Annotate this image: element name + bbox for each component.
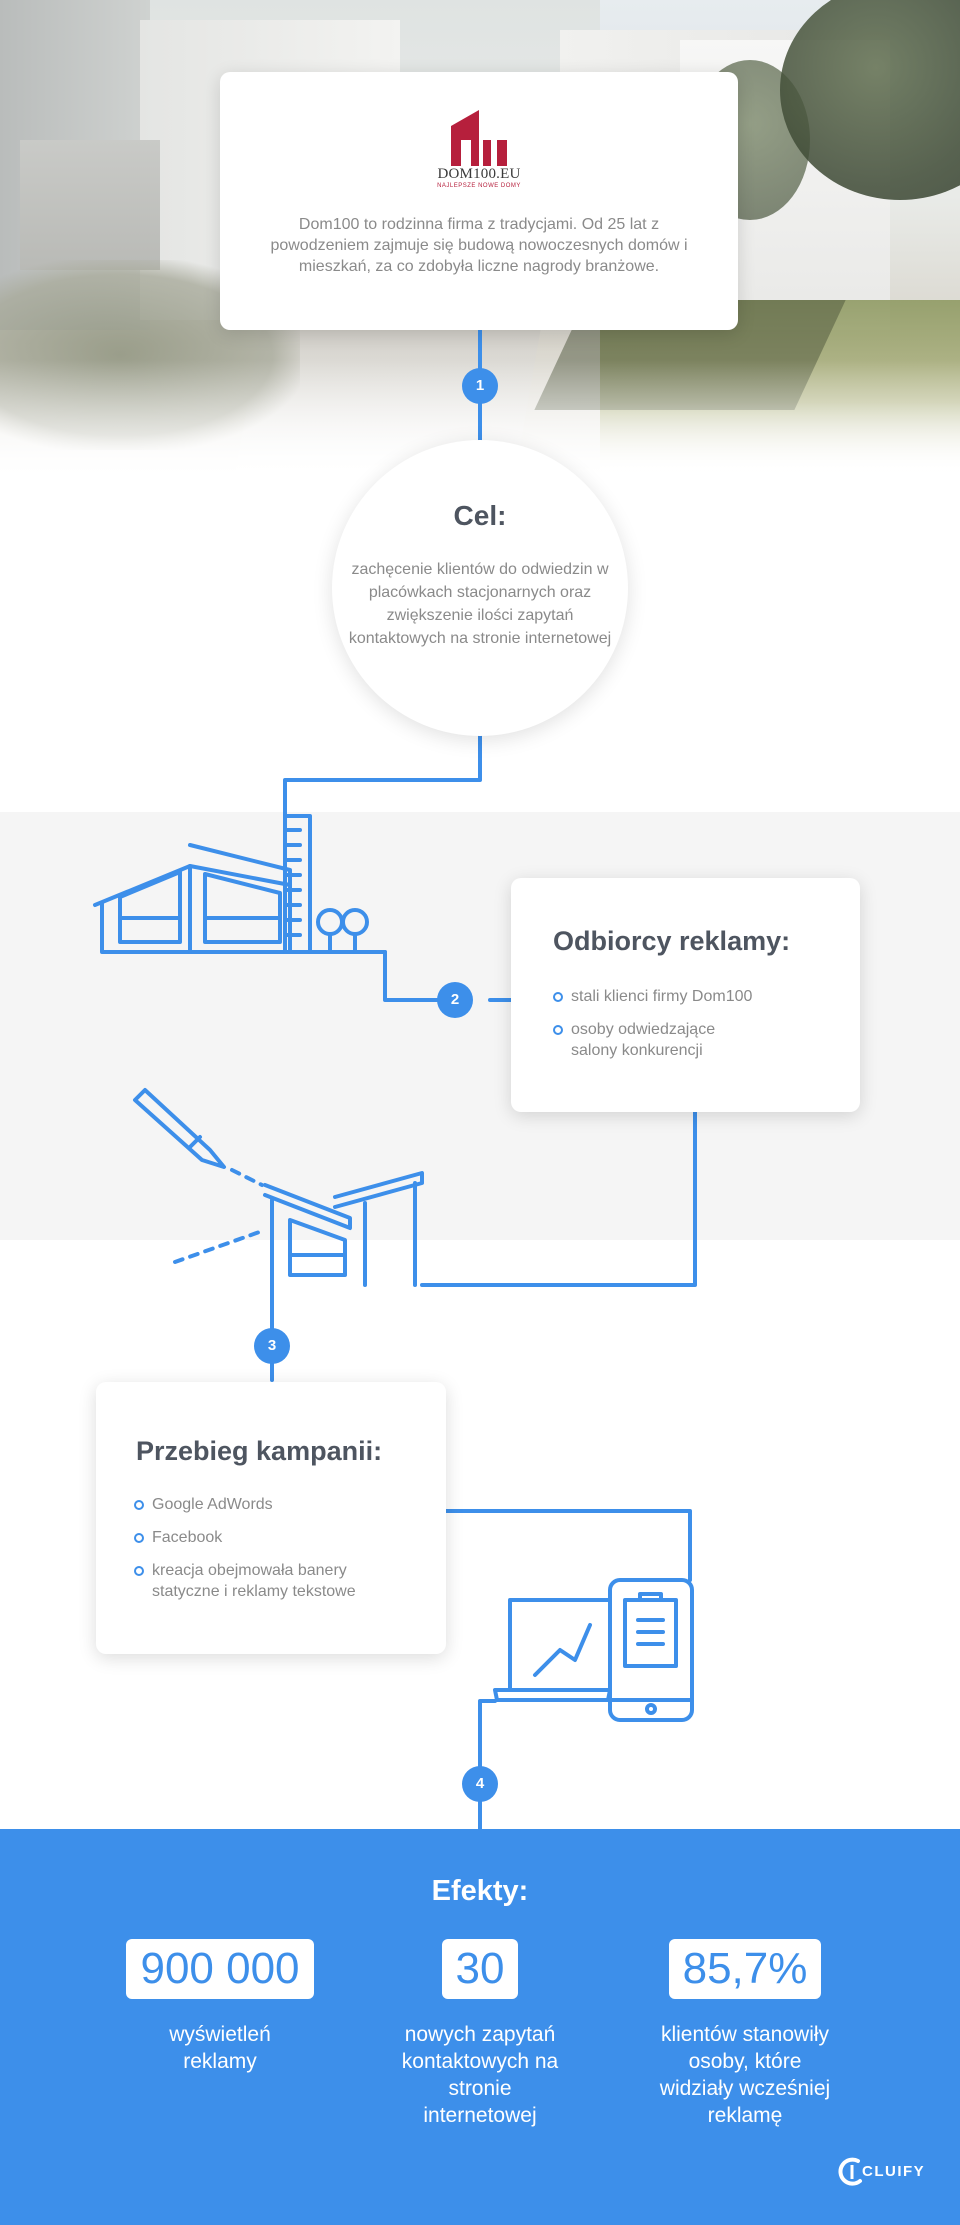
stat-value: 85,7% [668, 1939, 822, 1999]
goal-title: Cel: [453, 500, 507, 531]
house-logo-icon [451, 110, 507, 166]
connector-8 [478, 1699, 497, 1831]
brand-logo: DOM100.EU NAJLEPSZE NOWE DOMY [427, 106, 531, 206]
step-badge-3: 3 [254, 1328, 290, 1364]
stat-value: 30 [441, 1939, 519, 1999]
tablet-clipboard-icon [608, 1578, 694, 1722]
cluify-mark-icon [838, 2157, 862, 2186]
results-section: Efekty: 900 000 wyświetleń reklamy 30 no… [0, 1829, 960, 2225]
list-item: kreacja obejmowała banery statyczne i re… [134, 1560, 392, 1602]
audience-list: stali klienci firmy Dom100 osoby odwiedz… [553, 986, 813, 1073]
step-badge-1: 1 [462, 368, 498, 404]
goal-circle: Cel: zachęcenie klientów do odwiedzin w … [332, 440, 628, 736]
logo-tagline: NAJLEPSZE NOWE DOMY [437, 183, 521, 189]
cluify-wordmark: CLUIFY [862, 2163, 926, 2180]
audience-title: Odbiorcy reklamy: [553, 926, 791, 956]
intro-text: Dom100 to rodzinna firma z tradycjami. O… [270, 216, 688, 275]
stat-label: wyświetleń reklamy [169, 2023, 271, 2073]
step-badge-2: 2 [437, 982, 473, 1018]
connector-2 [283, 734, 482, 818]
list-item: Facebook [134, 1527, 404, 1548]
list-item: Google AdWords [134, 1494, 404, 1515]
stat-clients: 85,7% klientów stanowiły osoby, które wi… [600, 1939, 890, 2129]
stat-impressions: 900 000 wyświetleń reklamy [80, 1939, 360, 2075]
campaign-title: Przebieg kampanii: [136, 1436, 383, 1466]
stat-label: klientów stanowiły osoby, które widziały… [659, 2023, 831, 2127]
stat-inquiries: 30 nowych zapytań kontaktowych na stroni… [340, 1939, 620, 2129]
stat-value: 900 000 [126, 1939, 314, 1999]
campaign-list: Google AdWords Facebook kreacja obejmowa… [134, 1494, 404, 1614]
intro-card: DOM100.EU NAJLEPSZE NOWE DOMY Dom100 to … [220, 72, 738, 330]
cluify-logo: CLUIFY [838, 2151, 938, 2191]
list-item: stali klienci firmy Dom100 [553, 986, 813, 1007]
laptop-chart-icon [493, 1598, 612, 1702]
results-title: Efekty: [431, 1875, 529, 1907]
connector-7 [444, 1509, 692, 1582]
logo-wordmark: DOM100.EU [437, 166, 521, 182]
audience-card: Odbiorcy reklamy: stali klienci firmy Do… [511, 878, 860, 1112]
step-badge-4: 4 [462, 1766, 498, 1802]
campaign-card: Przebieg kampanii: Google AdWords Facebo… [96, 1382, 446, 1654]
stat-label: nowych zapytań kontaktowych na stronie i… [401, 2023, 559, 2127]
list-item: osoby odwiedzające salony konkurencji [553, 1019, 751, 1061]
goal-text: zachęcenie klientów do odwiedzin w placó… [348, 561, 612, 647]
